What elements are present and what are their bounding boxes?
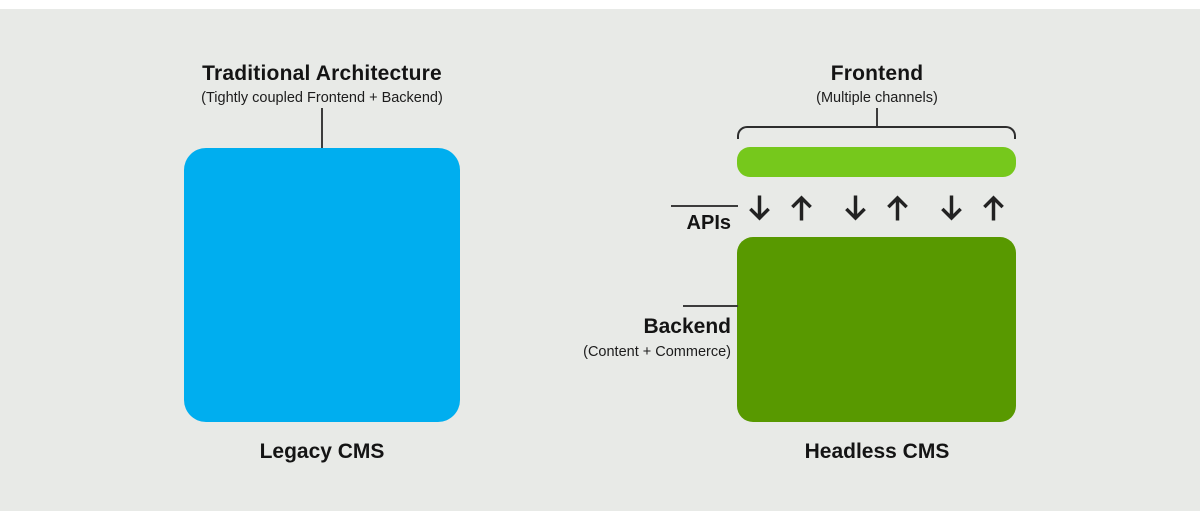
backend-pointer-line <box>683 305 738 307</box>
traditional-title: Traditional Architecture <box>202 62 442 85</box>
headless-cms-caption: Headless CMS <box>804 440 950 463</box>
backend-label-block: Backend (Content + Commerce) <box>531 315 731 360</box>
backend-box <box>737 237 1016 422</box>
backend-title: Backend <box>643 315 731 338</box>
arrow-down-icon <box>941 195 962 221</box>
frontend-title-block: Frontend (Multiple channels) <box>717 62 1037 106</box>
frontend-bracket <box>737 126 1016 139</box>
arrow-up-icon <box>887 194 908 220</box>
api-arrow-pair <box>747 192 814 224</box>
backend-subtitle: (Content + Commerce) <box>583 344 731 360</box>
legacy-cms-box <box>184 148 460 422</box>
arrow-down-icon <box>845 195 866 221</box>
frontend-connector-line <box>876 108 878 128</box>
legacy-cms-caption: Legacy CMS <box>259 440 385 463</box>
apis-label: APIs <box>686 212 731 234</box>
api-arrow-pair <box>843 192 910 224</box>
traditional-title-block: Traditional Architecture (Tightly couple… <box>162 62 482 106</box>
arrow-up-icon <box>791 194 812 220</box>
api-arrows-row <box>737 191 1016 224</box>
arrow-down-icon <box>749 195 770 221</box>
bottom-white-band <box>0 511 1200 520</box>
arrow-up-icon <box>983 194 1004 220</box>
frontend-subtitle: (Multiple channels) <box>816 90 938 106</box>
traditional-subtitle: (Tightly coupled Frontend + Backend) <box>201 90 443 106</box>
frontend-bar <box>737 147 1016 177</box>
apis-pointer-line <box>671 205 738 207</box>
api-arrow-pair <box>939 192 1006 224</box>
frontend-title: Frontend <box>830 62 924 85</box>
traditional-connector-line <box>321 108 323 148</box>
top-white-band <box>0 0 1200 9</box>
